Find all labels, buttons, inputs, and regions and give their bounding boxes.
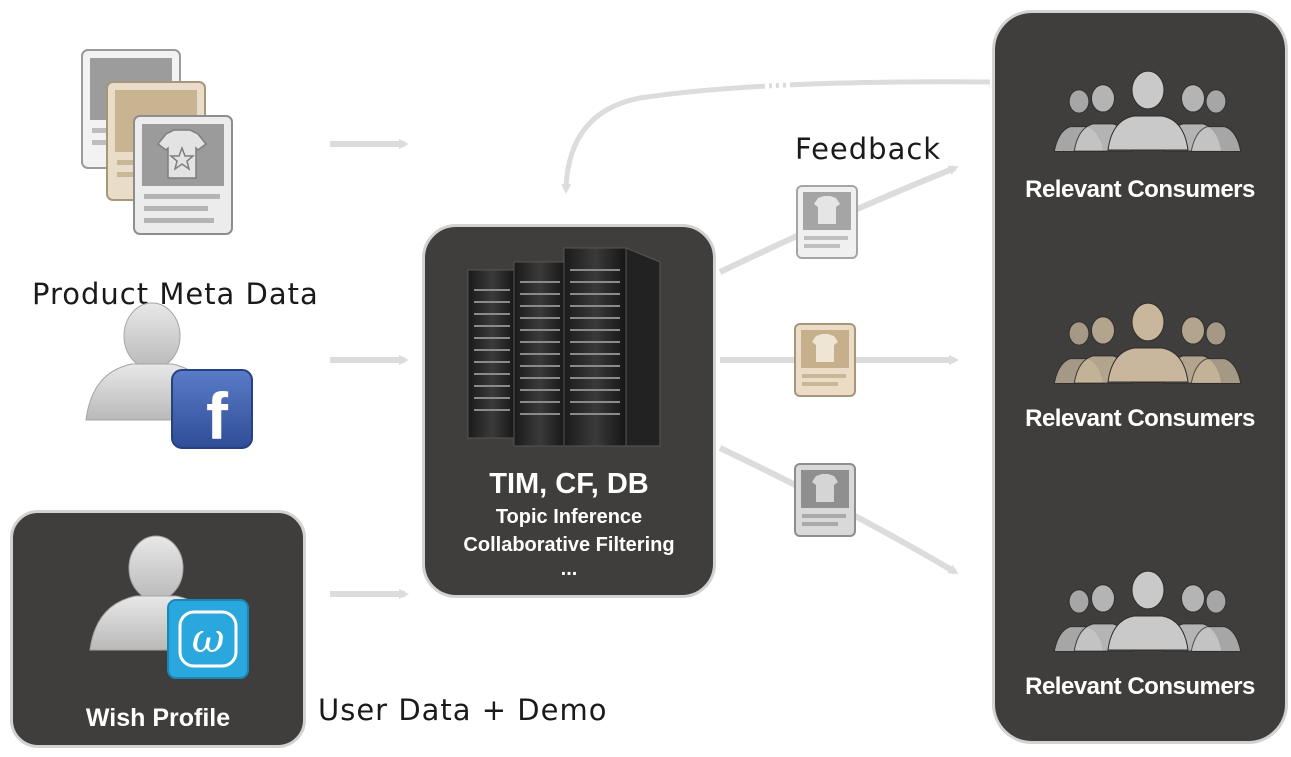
relevant-consumers-label: Relevant Consumers bbox=[1025, 673, 1255, 700]
wish-glyph: ω bbox=[191, 616, 225, 662]
relevant-consumers-label: Relevant Consumers bbox=[1025, 405, 1255, 432]
facebook-glyph: f bbox=[206, 379, 228, 453]
engine-title: TIM, CF, DB bbox=[489, 468, 649, 500]
product-meta-data-label: Product Meta Data bbox=[32, 277, 319, 311]
product-card-middle bbox=[794, 323, 856, 397]
feedback-arrow bbox=[561, 79, 991, 194]
engine-line-topic-inference: Topic Inference bbox=[495, 506, 643, 528]
engine-line-ellipsis: ... bbox=[560, 558, 578, 580]
product-card-bottom bbox=[794, 463, 856, 537]
product-card-top bbox=[796, 185, 858, 259]
relevant-consumers-label: Relevant Consumers bbox=[1025, 176, 1255, 203]
wish-profile-label: Wish Profile bbox=[85, 704, 231, 732]
feedback-label: Feedback bbox=[795, 132, 942, 166]
user-data-demo-label: User Data + Demo bbox=[318, 693, 608, 727]
engine-line-collaborative-filtering: Collaborative Filtering bbox=[463, 534, 675, 556]
